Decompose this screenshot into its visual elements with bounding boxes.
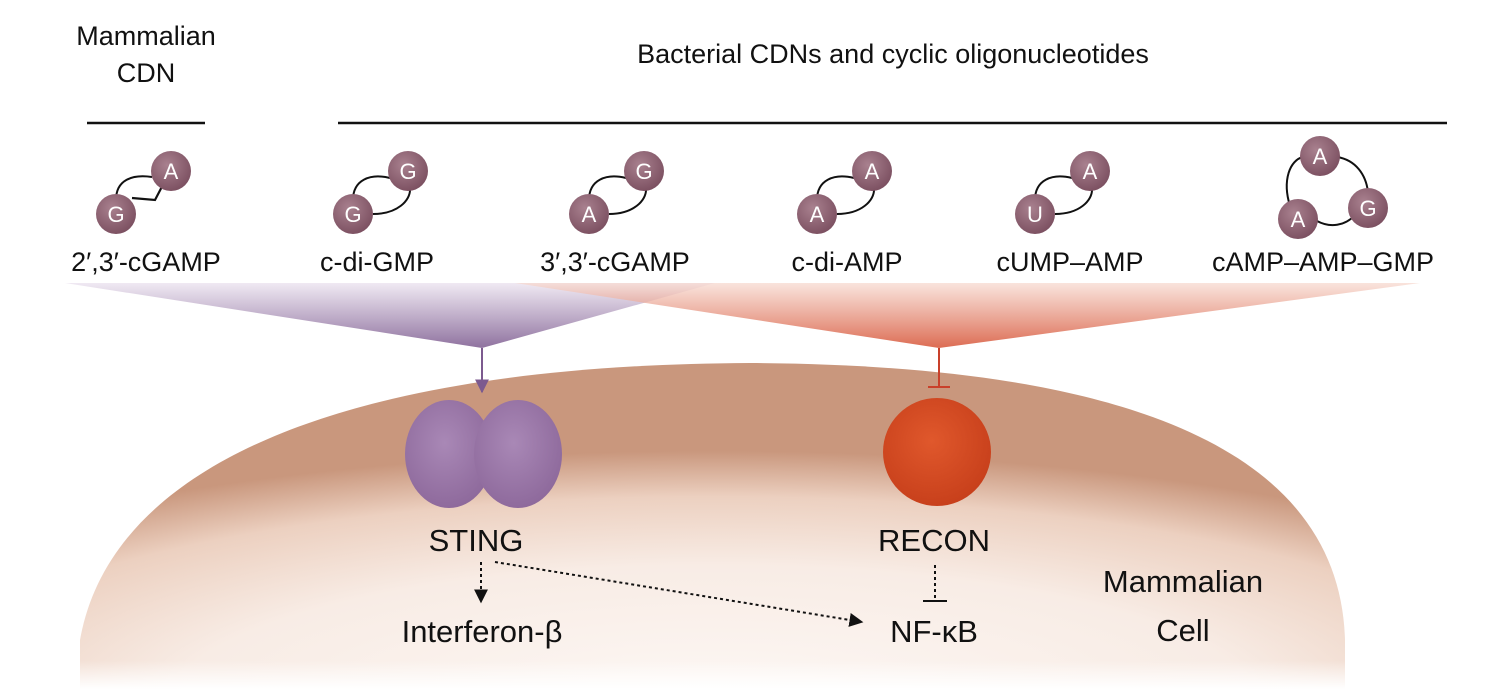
recon-inhibition-bar <box>928 348 950 388</box>
nucleotide-a: A <box>1278 199 1318 239</box>
svg-text:G: G <box>1359 196 1376 221</box>
nucleotide-a: A <box>569 194 609 234</box>
svg-text:G: G <box>399 159 416 184</box>
molecule-2-3-cgamp: G A 2′,3′-cGAMP <box>71 151 221 277</box>
nucleotide-g: G <box>1348 188 1388 228</box>
molecule-3-3-cgamp: A G 3′,3′-cGAMP <box>540 151 690 277</box>
nucleotide-g: G <box>624 151 664 191</box>
molecule-label: cAMP–AMP–GMP <box>1212 247 1434 277</box>
nucleotide-g: G <box>333 194 373 234</box>
svg-text:U: U <box>1027 202 1043 227</box>
molecule-c-di-gmp: G G c-di-GMP <box>320 151 434 277</box>
sting-to-nfkb-arrow <box>494 561 864 627</box>
bacterial-title: Bacterial CDNs and cyclic oligonucleotid… <box>637 39 1149 69</box>
mammalian-cdn-title-line2: CDN <box>117 58 176 88</box>
nucleotide-a: A <box>852 151 892 191</box>
svg-text:G: G <box>635 159 652 184</box>
mammalian-cdn-title-line1: Mammalian <box>76 21 216 51</box>
molecule-label: c-di-GMP <box>320 247 434 277</box>
molecule-camp-amp-gmp: A A G cAMP–AMP–GMP <box>1212 136 1434 277</box>
mammalian-cell-label-line1: Mammalian <box>1103 564 1263 599</box>
molecule-label: 2′,3′-cGAMP <box>71 247 221 277</box>
mammalian-cell <box>0 363 1500 689</box>
nucleotide-a: A <box>797 194 837 234</box>
nucleotide-a: A <box>151 151 191 191</box>
nucleotide-g: G <box>96 194 136 234</box>
nucleotide-u: U <box>1015 194 1055 234</box>
purple-funnel <box>65 283 715 348</box>
molecule-c-di-amp: A A c-di-AMP <box>791 151 903 277</box>
molecule-label: cUMP–AMP <box>996 247 1143 277</box>
molecule-label: c-di-AMP <box>791 247 902 277</box>
recon-inhibits-nfkb <box>923 565 947 602</box>
svg-text:A: A <box>810 202 825 227</box>
nfkb-label: NF-κB <box>890 614 978 649</box>
svg-text:A: A <box>164 159 179 184</box>
interferon-beta-label: Interferon-β <box>402 614 563 649</box>
recon-protein <box>883 398 991 506</box>
sting-label: STING <box>429 523 524 558</box>
molecule-label: 3′,3′-cGAMP <box>540 247 690 277</box>
mammalian-cell-label-line2: Cell <box>1156 613 1209 648</box>
nucleotide-a: A <box>1300 136 1340 176</box>
svg-text:A: A <box>582 202 597 227</box>
nucleotide-a: A <box>1070 151 1110 191</box>
svg-text:A: A <box>1083 159 1098 184</box>
svg-text:A: A <box>1291 207 1306 232</box>
svg-text:G: G <box>344 202 361 227</box>
svg-text:A: A <box>1313 144 1328 169</box>
svg-text:G: G <box>107 202 124 227</box>
red-funnel <box>515 283 1420 348</box>
nucleotide-g: G <box>388 151 428 191</box>
molecule-cump-amp: U A cUMP–AMP <box>996 151 1144 277</box>
recon-label: RECON <box>878 523 990 558</box>
svg-text:A: A <box>865 159 880 184</box>
sting-protein <box>405 400 562 508</box>
